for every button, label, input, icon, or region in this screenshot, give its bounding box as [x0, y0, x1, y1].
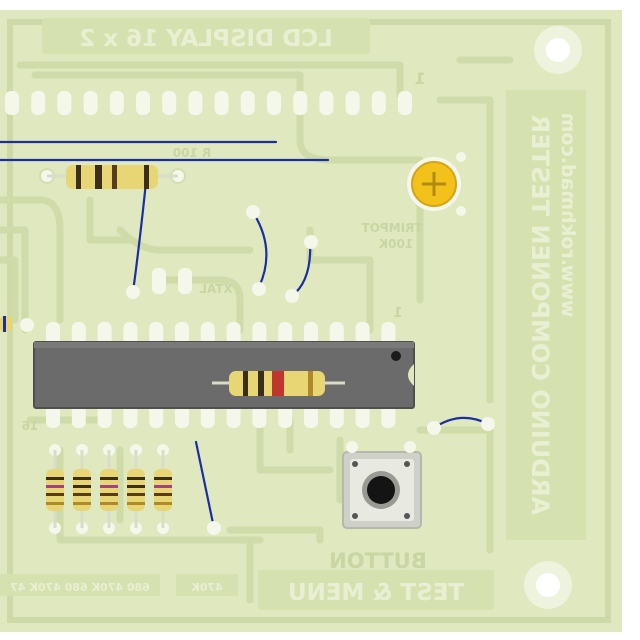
lcd-pad: [371, 91, 386, 115]
pin1-top-label: 1: [414, 69, 425, 88]
resistor-array-band: [100, 485, 118, 488]
resistor-array-band: [73, 493, 91, 496]
ic-pad-bottom: [200, 404, 215, 428]
resistor-array-band: [127, 493, 145, 496]
ic-pad-top: [329, 322, 344, 346]
ic-pad-bottom: [175, 404, 189, 428]
side-url-text: www.rokhmad.com: [557, 113, 579, 318]
lcd-pad: [398, 91, 412, 115]
resistor-array-band: [46, 493, 64, 496]
lcd-pad: [188, 91, 203, 115]
mounting-hole-top: [534, 26, 582, 74]
ic-pad-bottom: [329, 404, 344, 428]
lcd-pad: [5, 91, 19, 115]
resistor-stub-left: [0, 316, 12, 332]
ic-pad-top: [123, 322, 138, 346]
ic-pad-top: [381, 322, 396, 346]
resistor-array-band: [154, 485, 172, 488]
resistor-array-band: [46, 477, 64, 480]
ic-pad-top: [278, 322, 293, 346]
lcd-pad: [214, 91, 229, 115]
ic-pad-bottom: [355, 404, 370, 428]
side-text-group: ARDUINO COMPONEN TESTER www.rokhmad.com: [506, 90, 586, 540]
resistor-array-band: [73, 485, 91, 488]
ic-pad-top: [149, 322, 164, 346]
xtal-label: XTAL: [199, 282, 233, 296]
resistor-array-band: [73, 477, 91, 480]
resistor-r100: [39, 165, 186, 189]
lcd-title-box: LCD DISPLAY 16 x 2: [42, 18, 370, 54]
button-caption: BUTTON: [329, 549, 427, 573]
lcd-pad: [83, 91, 98, 115]
resistor-array-band: [46, 485, 64, 488]
ic-pad-bottom: [278, 404, 293, 428]
resistor-array-band: [154, 477, 172, 480]
button-label-text: TEST & MENU: [288, 580, 464, 606]
resistor-array-band: [154, 502, 172, 505]
mounting-hole-bottom: [524, 561, 572, 609]
ic-pad-top: [46, 322, 60, 346]
ic-pad-top: [355, 322, 370, 346]
ic-pad-bottom: [71, 404, 86, 428]
resistor-value-labels: 680 470K 680 470K 47 470K: [0, 574, 238, 596]
ic-pad-bottom: [252, 404, 267, 428]
ic-pad-top: [175, 322, 189, 346]
ic-pad-bottom: [226, 404, 241, 428]
ic-pin1-label: 1: [393, 306, 402, 321]
lcd-pad: [109, 91, 124, 115]
resistor-label: R 100: [173, 146, 211, 160]
trimpot-value: 100K: [378, 237, 413, 251]
lcd-pad: [345, 91, 360, 115]
ic-pad-bottom: [97, 404, 112, 428]
trimpot-label: TRIMPOT: [361, 221, 423, 235]
button-label-box: TEST & MENU: [258, 570, 494, 610]
lcd-pad: [31, 91, 46, 115]
ic-pad-top: [226, 322, 241, 346]
vias: [20, 205, 495, 535]
lcd-title-text: LCD DISPLAY 16 x 2: [79, 26, 332, 52]
lcd-pad: [162, 91, 177, 115]
lcd-pad: [240, 91, 255, 115]
ic-pad-top: [252, 322, 267, 346]
push-button[interactable]: [342, 441, 422, 529]
resistor-array-band: [100, 502, 118, 505]
lcd-pad: [136, 91, 150, 115]
resistor-values-right-text: 470K: [191, 581, 223, 594]
copper-traces: [0, 56, 514, 604]
resistor-array-band: [127, 502, 145, 505]
resistor-array-band: [154, 493, 172, 496]
side-title-text: ARDUINO COMPONEN TESTER: [526, 115, 554, 515]
resistor-values-text: 680 470K 680 470K 47: [10, 581, 150, 594]
lcd-pad: [293, 91, 308, 115]
trimpot: [407, 152, 466, 216]
resistor-array-band: [46, 502, 64, 505]
crystal-pads: [152, 268, 192, 294]
ic-pin-label: 16: [22, 419, 39, 433]
ic-pad-bottom: [46, 404, 60, 428]
resistor-array-band: [100, 493, 118, 496]
ic-pad-bottom: [304, 404, 318, 428]
resistor-on-ic: [212, 371, 345, 396]
lcd-pad: [267, 91, 281, 115]
resistor-array: [46, 444, 172, 534]
ic-pad-bottom: [123, 404, 138, 428]
ic-pad-bottom: [381, 404, 396, 428]
lcd-header-pads: [5, 91, 412, 115]
lcd-pad: [319, 91, 334, 115]
resistor-array-band: [127, 477, 145, 480]
ic-pad-top: [304, 322, 318, 346]
ic-atmega: [33, 322, 415, 428]
resistor-array-band: [127, 485, 145, 488]
lcd-pad: [57, 91, 72, 115]
ic-pad-bottom: [149, 404, 164, 428]
resistor-array-band: [100, 477, 118, 480]
resistor-array-band: [73, 502, 91, 505]
ic-pad-top: [71, 322, 86, 346]
ic-pad-top: [200, 322, 215, 346]
ic-pad-top: [97, 322, 112, 346]
